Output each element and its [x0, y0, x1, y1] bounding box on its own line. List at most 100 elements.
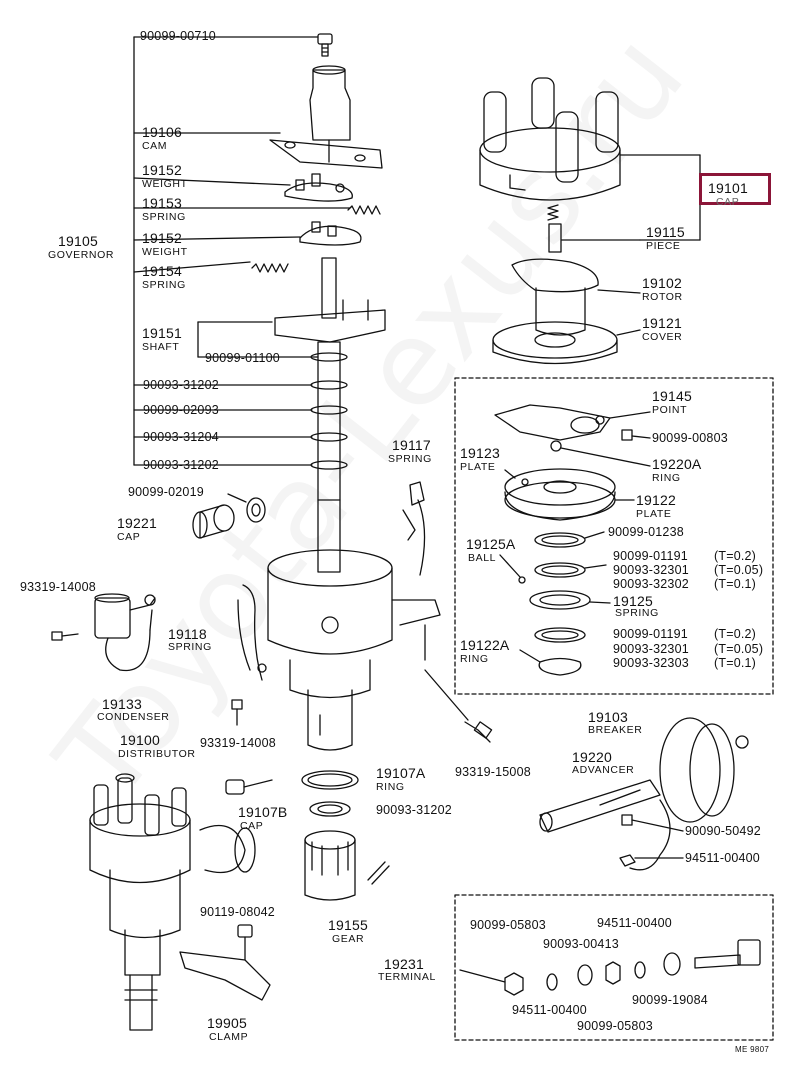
label-94511-00400b: 94511-00400 — [512, 1003, 587, 1017]
nut-00400a-part — [619, 799, 684, 871]
label-90093-31204: 90093-31204 — [143, 430, 219, 444]
label-19118-num: 19118 — [168, 626, 207, 642]
ring-19122a-part — [519, 649, 582, 676]
label-90099-05803a: 90099-05803 — [470, 918, 546, 932]
gear-part — [304, 830, 390, 901]
label-19117-name: SPRING — [388, 453, 432, 465]
point-part — [494, 404, 651, 441]
distributor-assembly-part — [89, 773, 256, 1031]
label-90099-01191a-t: (T=0.2) — [714, 549, 757, 563]
label-19107b-name: CAP — [240, 820, 264, 832]
label-19100-num: 19100 — [120, 732, 160, 748]
label-19118-name: SPRING — [168, 641, 212, 653]
label-90093-32301b-t: (T=0.05) — [714, 642, 764, 656]
condenser-part — [94, 593, 156, 672]
label-19220-num: 19220 — [572, 749, 612, 765]
distributor-cap-part — [479, 77, 701, 241]
governor-bracket-lines — [133, 36, 351, 466]
label-90119-08042: 90119-08042 — [200, 905, 275, 919]
label-90099-01100: 90099-01100 — [205, 351, 280, 365]
label-19220a-num: 19220A — [652, 456, 702, 472]
label-19154-num: 19154 — [142, 263, 182, 279]
screw-14008a-part — [51, 631, 79, 641]
label-19905-name: CLAMP — [209, 1031, 249, 1043]
spring-19118-part — [237, 584, 267, 681]
label-19101-num: 19101 — [708, 180, 748, 196]
screw-14008b-part — [231, 699, 243, 726]
weight-upper-part — [284, 173, 353, 202]
label-19133-name: CONDENSER — [97, 711, 170, 723]
label-19145-name: POINT — [652, 404, 688, 416]
label-90093-32301a-t: (T=0.05) — [714, 563, 764, 577]
label-19153-num: 19153 — [142, 195, 182, 211]
label-19102-name: ROTOR — [642, 291, 683, 303]
label-19151-name: SHAFT — [142, 341, 180, 353]
label-90099-00803: 90099-00803 — [652, 431, 728, 445]
reference-code: ME 9807 — [735, 1045, 770, 1054]
label-19125a-name: BALL — [468, 552, 497, 564]
label-90093-32303: 90093-32303 — [613, 656, 689, 670]
label-19220a-name: RING — [652, 472, 681, 484]
clamp-part — [179, 924, 271, 1001]
ball-part — [499, 554, 526, 584]
label-90099-05803b: 90099-05803 — [577, 1019, 653, 1033]
label-19133-num: 19133 — [102, 696, 142, 712]
label-90093-00413: 90093-00413 — [543, 937, 619, 951]
plate-19123-part — [504, 468, 616, 506]
label-19152a-num: 19152 — [142, 162, 182, 178]
washer-31202c-part — [309, 801, 351, 817]
label-93319-14008b: 93319-14008 — [200, 736, 276, 750]
screw-00803-part — [621, 429, 651, 441]
label-93319-14008a: 93319-14008 — [20, 580, 96, 594]
label-90099-00710: 90099-00710 — [140, 29, 216, 43]
label-19125-num: 19125 — [613, 593, 653, 609]
cover-part — [492, 321, 641, 365]
label-19123-num: 19123 — [460, 445, 500, 461]
label-19122-num: 19122 — [636, 492, 676, 508]
shaft-washers — [310, 352, 348, 470]
label-19123-name: PLATE — [460, 461, 496, 473]
label-19101-name: CAP — [716, 196, 740, 208]
label-19221-name: CAP — [117, 531, 141, 543]
label-19152a-name: WEIGHT — [142, 178, 188, 190]
label-90093-31202c: 90093-31202 — [376, 803, 452, 817]
label-90099-01238: 90099-01238 — [608, 525, 684, 539]
label-19122a-num: 19122A — [460, 637, 510, 653]
screw-50492-part — [621, 814, 684, 832]
label-19107b-num: 19107B — [238, 804, 288, 820]
label-19155-num: 19155 — [328, 917, 368, 933]
label-19106-num: 19106 — [142, 124, 182, 140]
spring-lower-part — [251, 263, 289, 273]
label-94511-00400c: 94511-00400 — [597, 916, 672, 930]
label-19100-name: DISTRIBUTOR — [118, 748, 196, 760]
label-19151-num: 19151 — [142, 325, 182, 341]
ring-19220a-part — [550, 440, 651, 467]
label-90099-19084: 90099-19084 — [632, 993, 708, 1007]
spring-upper-part — [347, 205, 381, 215]
piece-part — [547, 204, 641, 253]
plate-19122-part — [504, 481, 635, 521]
washer-01238-part — [534, 531, 605, 548]
terminal-assembly-box — [454, 894, 774, 1041]
label-19121-num: 19121 — [642, 315, 682, 331]
label-19107a-num: 19107A — [376, 765, 426, 781]
weight-lower-part — [299, 221, 362, 246]
label-90093-32302: 90093-32302 — [613, 577, 689, 591]
label-19105-name: GOVERNOR — [48, 249, 115, 261]
label-19221-num: 19221 — [117, 515, 157, 531]
label-19153-name: SPRING — [142, 211, 186, 223]
label-90093-32301b: 90093-32301 — [613, 642, 689, 656]
label-19105-num: 19105 — [58, 233, 98, 249]
ring-19107a-part — [301, 770, 359, 790]
breaker-assembly-box — [454, 377, 774, 695]
top-screw-part — [317, 33, 333, 57]
label-90099-01191b: 90099-01191 — [613, 627, 688, 641]
label-19115-name: PIECE — [646, 240, 681, 252]
label-94511-00400a: 94511-00400 — [685, 851, 760, 865]
screw-15008-part — [424, 624, 493, 743]
label-19122a-name: RING — [460, 653, 489, 665]
label-90099-01191b-t: (T=0.2) — [714, 627, 757, 641]
label-19905-num: 19905 — [207, 1015, 247, 1031]
label-19155-name: GEAR — [332, 933, 365, 945]
